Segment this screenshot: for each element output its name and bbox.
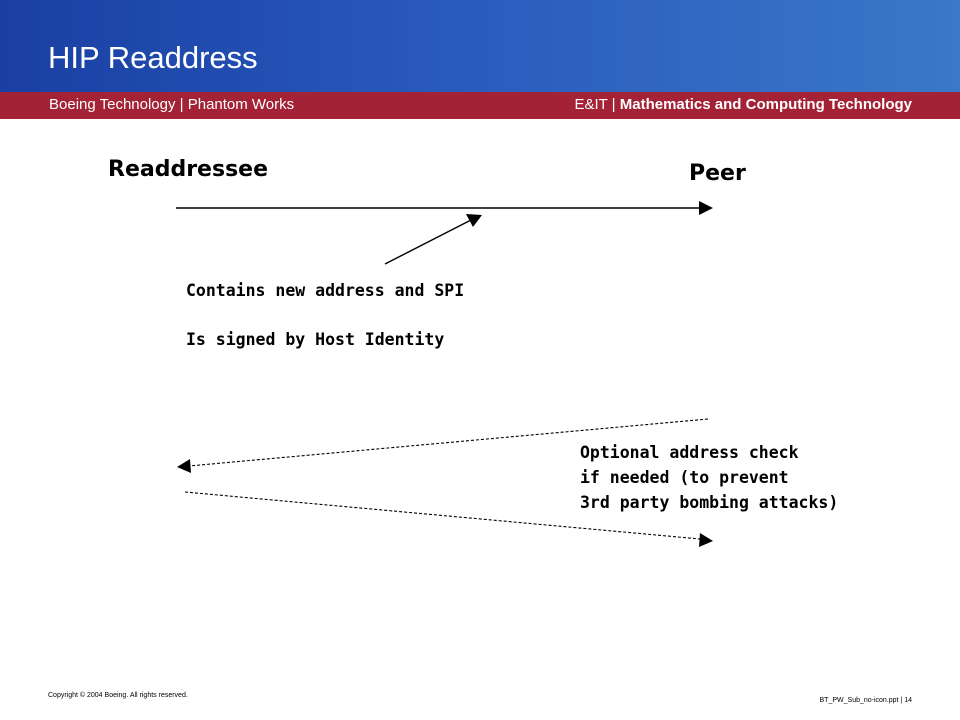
note-pointer-arrow — [384, 219, 472, 265]
org-band — [0, 92, 960, 119]
slide-title: HIP Readdress — [48, 40, 258, 75]
org-left-label: Boeing Technology | Phantom Works — [49, 96, 295, 113]
address-check-reply-arrowhead — [699, 533, 713, 547]
readdressee-label: Readdressee — [108, 157, 269, 182]
file-page-label: BT_PW_Sub_no-icon.ppt | 14 — [819, 697, 912, 704]
message-note-line-2: Is signed by Host Identity — [186, 330, 445, 349]
org-right-label: E&IT | Mathematics and Computing Technol… — [574, 96, 912, 113]
readdress-message-arrowhead — [699, 201, 713, 215]
org-right-bold: Mathematics and Computing Technology — [619, 96, 912, 113]
check-note-line-2: if needed (to prevent — [580, 468, 789, 487]
message-note-line-1: Contains new address and SPI — [186, 281, 465, 300]
check-note-line-3: 3rd party bombing attacks) — [580, 493, 839, 512]
copyright-notice: Copyright © 2004 Boeing. All rights rese… — [48, 692, 188, 699]
org-right-prefix: E&IT | — [574, 96, 620, 113]
note-pointer-arrowhead — [466, 214, 482, 227]
slide-header — [0, 0, 960, 92]
address-check-reply-arrow — [184, 491, 701, 540]
address-check-arrow — [188, 418, 709, 467]
address-check-arrowhead — [177, 459, 191, 473]
check-note-line-1: Optional address check — [580, 443, 799, 462]
peer-label: Peer — [689, 161, 746, 186]
